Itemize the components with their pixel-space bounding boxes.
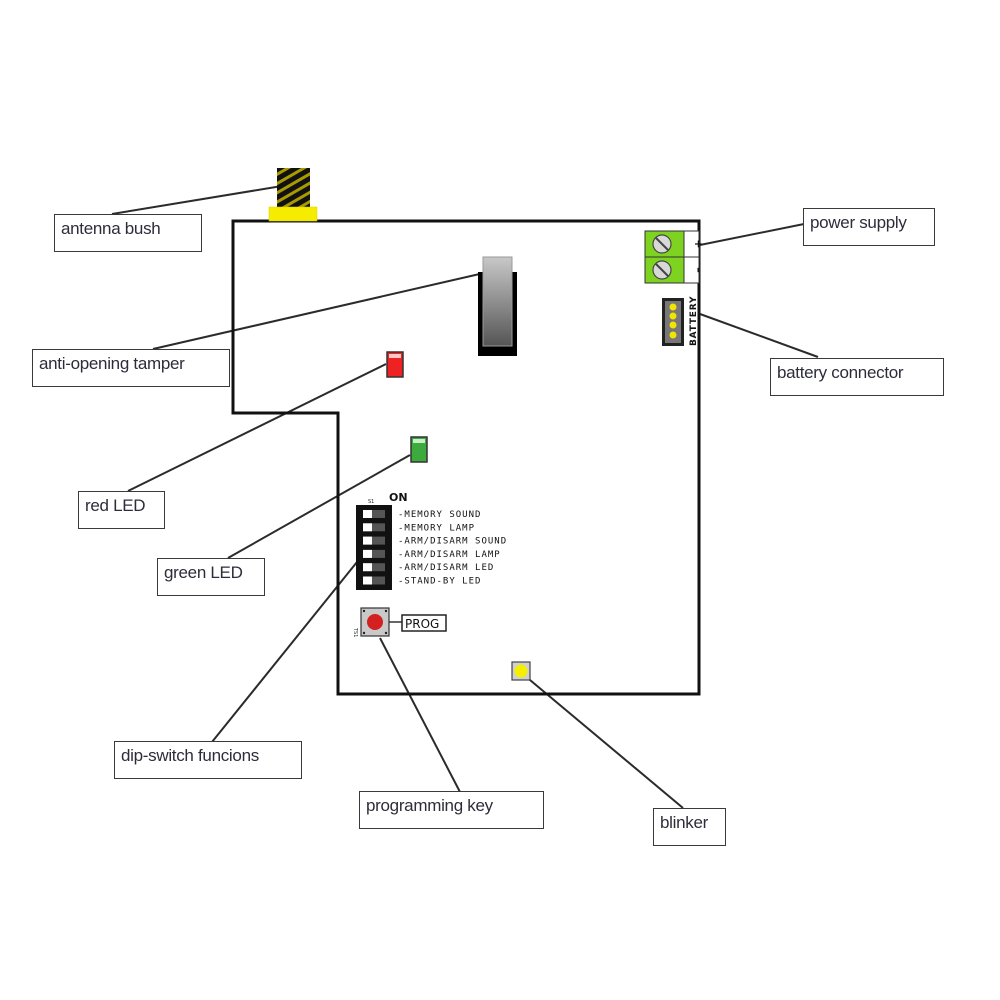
programming-key[interactable]: TS1 PROG <box>352 607 447 637</box>
dip-switch-lever[interactable] <box>363 510 385 518</box>
leader-anti-opening-tamper <box>152 272 485 350</box>
dip-switch-lever[interactable] <box>363 549 385 558</box>
blinker-led <box>511 661 531 681</box>
red-led <box>386 351 404 378</box>
leader-battery-connector <box>699 313 819 358</box>
prog-button-icon[interactable] <box>367 614 383 630</box>
prog-label: PROG <box>405 617 439 631</box>
green-led <box>410 436 428 463</box>
dip-switch-function-label: -STAND-BY LED <box>398 577 481 587</box>
leader-programming-key <box>379 637 461 793</box>
dip-switch-ref: S1 <box>368 499 374 505</box>
antenna-bush-component <box>268 168 318 222</box>
terminal-minus-label: – <box>692 267 705 273</box>
leader-red-led <box>127 363 387 492</box>
battery-label: BATTERY <box>689 296 699 346</box>
callout-antenna-bush: antenna bush <box>54 214 202 252</box>
callout-anti-opening-tamper: anti-opening tamper <box>32 349 230 387</box>
callout-blinker: blinker <box>653 808 726 846</box>
dip-switch-function-label: -ARM/DISARM SOUND <box>398 537 507 547</box>
antenna-bush-base <box>268 206 318 222</box>
dip-switch-on-label: ON <box>389 491 408 504</box>
leader-dip-switch <box>211 561 358 743</box>
dip-switch-lever[interactable] <box>363 523 385 532</box>
leader-blinker <box>523 674 684 809</box>
callout-dip-switch-functions: dip-switch funcions <box>114 741 302 779</box>
leader-power-supply <box>689 223 805 248</box>
terminal-plus-label: + <box>692 239 705 248</box>
callout-programming-key: programming key <box>359 791 544 829</box>
leader-green-led <box>227 454 411 559</box>
dip-switch-lever[interactable] <box>363 536 385 545</box>
leader-antenna-bush <box>111 185 283 215</box>
dip-switch-function-label: -MEMORY SOUND <box>398 510 481 520</box>
power-terminal-block: + – <box>644 230 705 284</box>
dip-switch-lever[interactable] <box>363 576 385 585</box>
callout-battery-connector: battery connector <box>770 358 944 396</box>
leader-lines <box>111 185 819 809</box>
dip-switch-function-label: -ARM/DISARM LAMP <box>398 550 501 560</box>
callout-green-led: green LED <box>157 558 265 596</box>
dip-switch-function-label: -ARM/DISARM LED <box>398 563 494 573</box>
dip-switch-block: S1 ON -MEMORY SOUND -MEMORY LAMP -ARM/DISA… <box>356 491 507 590</box>
screw-icon <box>652 234 672 254</box>
callout-power-supply: power supply <box>803 208 935 246</box>
dip-switch-lever[interactable] <box>363 563 385 572</box>
dip-switch-function-label: -MEMORY LAMP <box>398 523 475 533</box>
battery-connector: BATTERY <box>662 296 699 346</box>
tamper-switch <box>478 256 517 356</box>
board-outline <box>231 219 701 696</box>
callout-red-led: red LED <box>78 491 165 529</box>
prog-key-ref: TS1 <box>352 627 358 637</box>
screw-icon <box>652 260 672 280</box>
